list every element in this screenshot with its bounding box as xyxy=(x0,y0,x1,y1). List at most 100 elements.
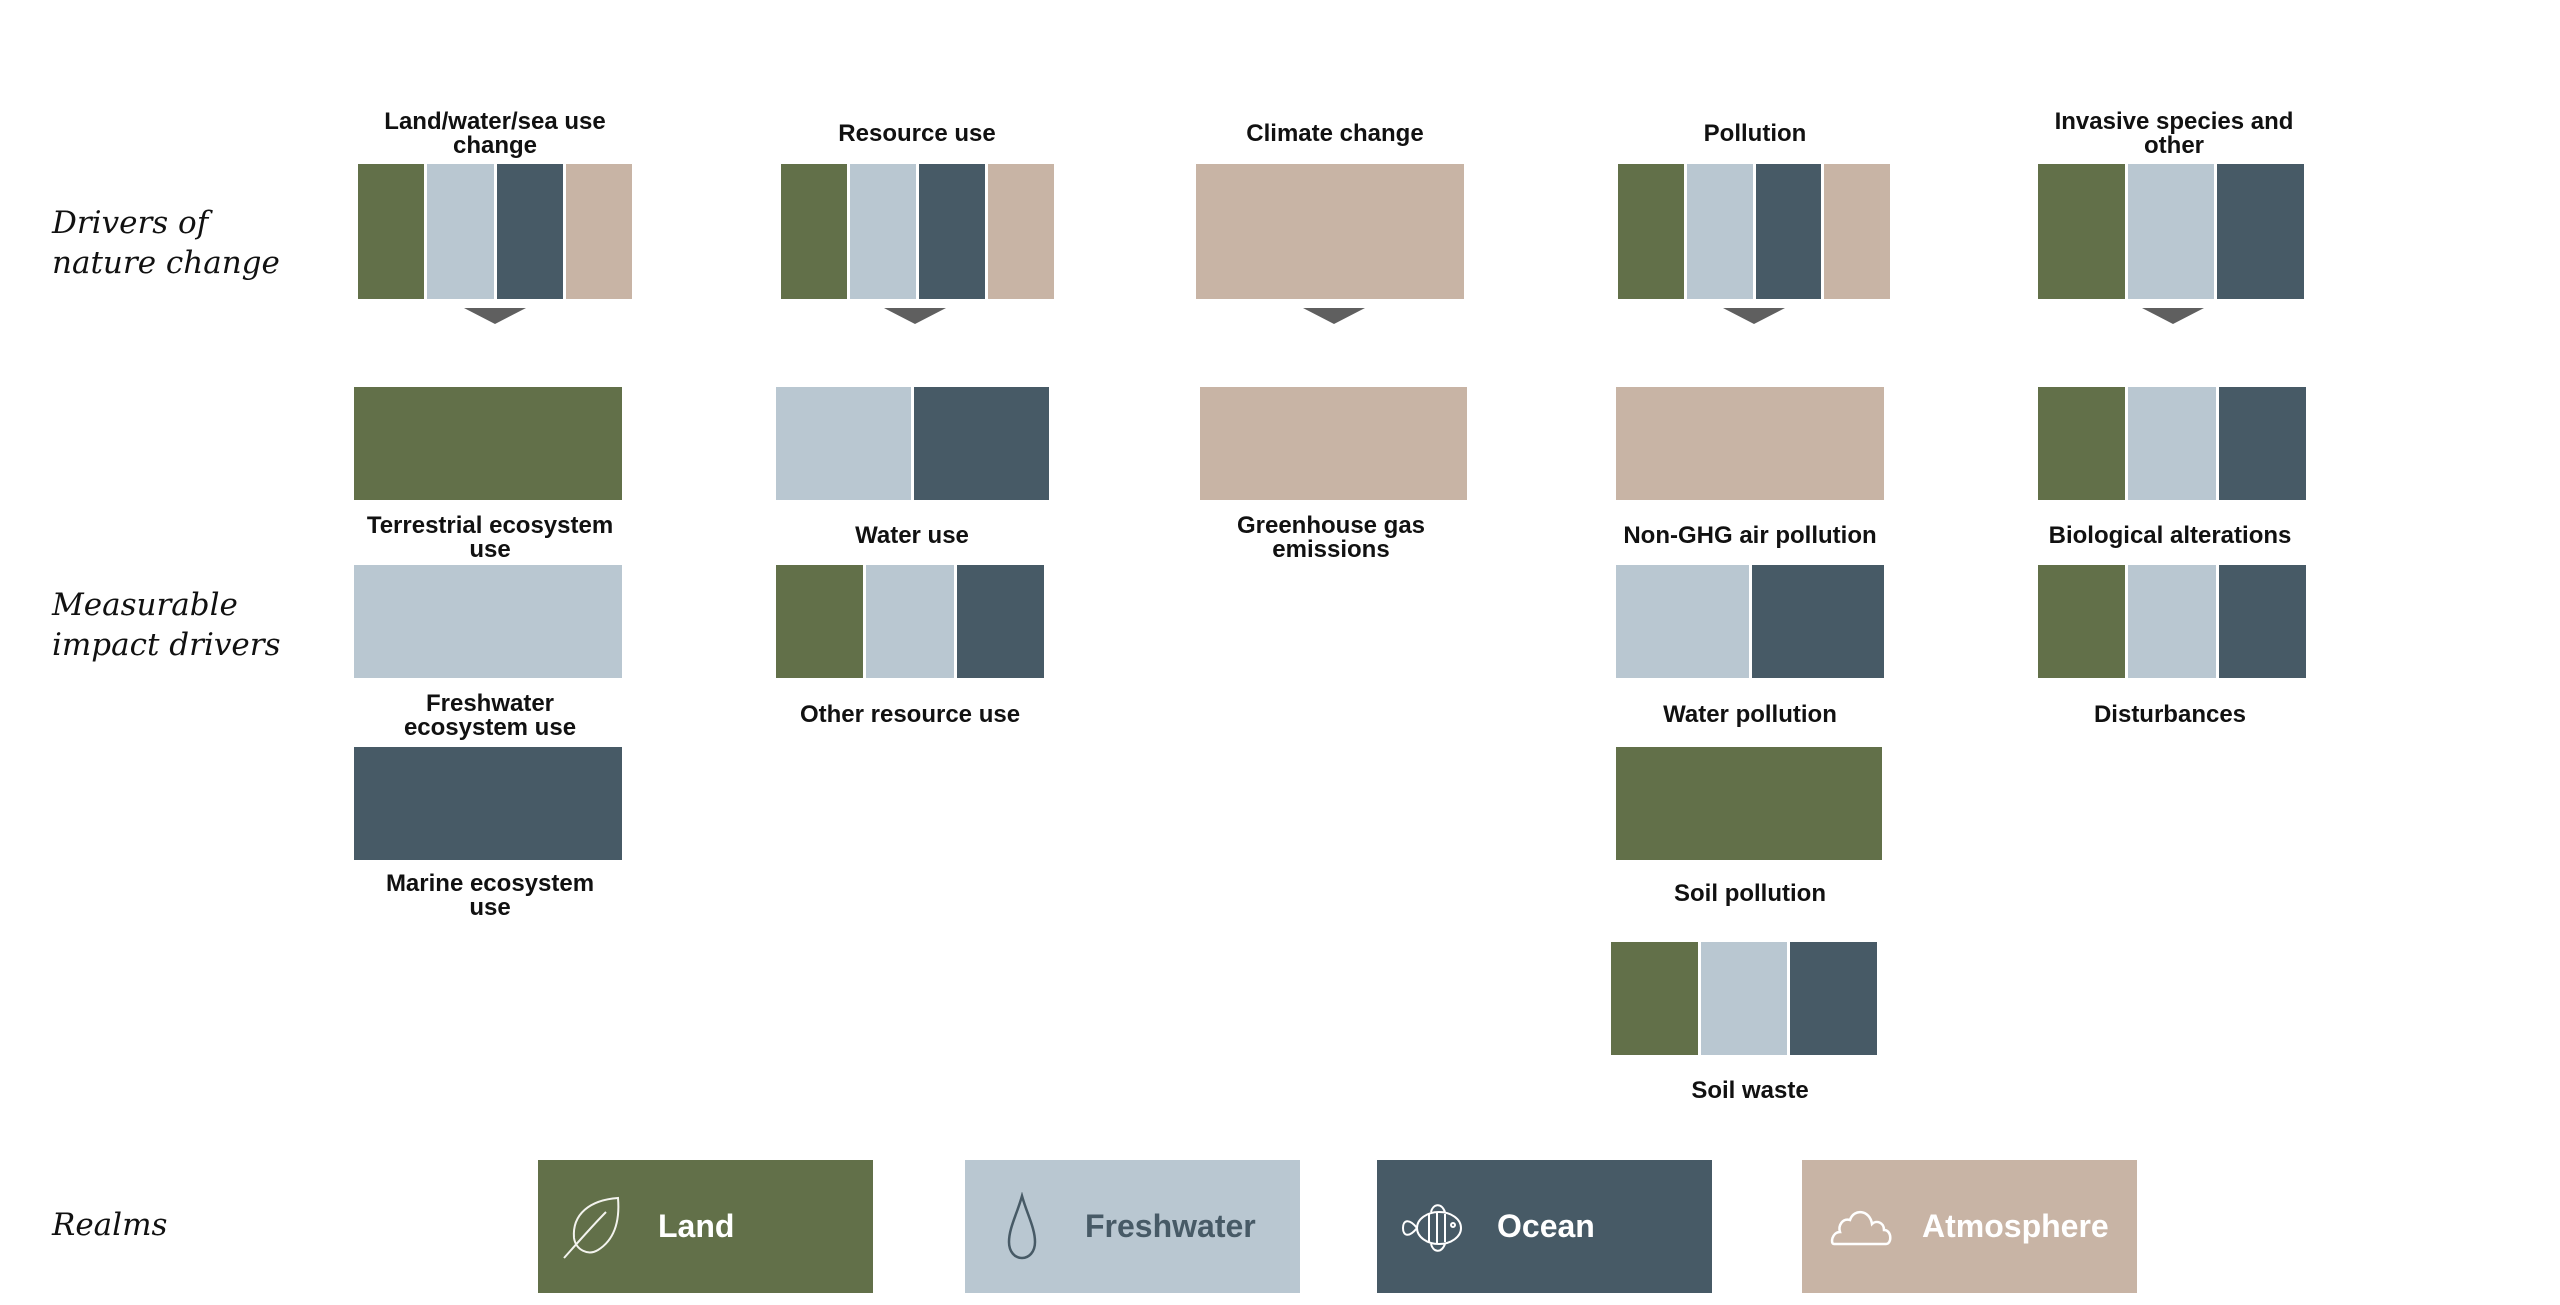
driver-title: Resource use xyxy=(707,122,1127,146)
fish-icon xyxy=(1401,1203,1462,1252)
stripe-ocean xyxy=(919,164,985,299)
title-line: Resource use xyxy=(838,120,996,147)
stripe-freshwater xyxy=(776,387,911,500)
impact-box-ghg xyxy=(1200,387,1467,500)
down-arrow-icon xyxy=(1723,308,1785,324)
impact-label: Non-GHG air pollution xyxy=(1540,524,1960,548)
stripe-land xyxy=(354,387,622,500)
stripe-freshwater xyxy=(2127,164,2215,299)
label-line: Terrestrial ecosystem xyxy=(366,512,614,539)
stripe-land xyxy=(781,164,847,299)
stripe-land xyxy=(2038,565,2126,678)
stripe-ocean xyxy=(1755,164,1822,299)
title-line: other xyxy=(2144,132,2204,159)
driver-box-resource-use xyxy=(781,164,1054,299)
label-line: use xyxy=(469,536,511,563)
realm-label: Ocean xyxy=(1497,1208,1595,1244)
label-line: ecosystem use xyxy=(403,714,577,741)
stripe-land xyxy=(1616,747,1882,860)
title-line: Pollution xyxy=(1703,120,1807,147)
realm-atmosphere: Atmosphere xyxy=(1802,1160,2137,1293)
realm-land: Land xyxy=(538,1160,873,1293)
impact-box-water-use xyxy=(776,387,1049,500)
water-drop-icon xyxy=(1007,1191,1037,1259)
impact-label: Other resource use xyxy=(700,703,1120,727)
impact-label: Water pollution xyxy=(1540,703,1960,727)
driver-title: Pollution xyxy=(1545,122,1965,146)
realm-label: Atmosphere xyxy=(1922,1208,2109,1244)
row-label-realms: Realms xyxy=(52,1207,168,1243)
row-label-line: impact drivers xyxy=(52,627,281,663)
realm-label: Land xyxy=(658,1208,735,1244)
label-line: Disturbances xyxy=(2093,701,2247,728)
impact-box-soil-pollution xyxy=(1616,747,1882,860)
label-line: Freshwater xyxy=(425,690,555,717)
down-arrow-icon xyxy=(1303,308,1365,324)
impact-label: Soil waste xyxy=(1540,1079,1960,1103)
label-line: use xyxy=(469,894,511,921)
realm-freshwater: Freshwater xyxy=(965,1160,1300,1293)
realm-ocean: Ocean xyxy=(1377,1160,1712,1293)
label-line: Soil pollution xyxy=(1674,880,1826,907)
impact-box-other-resource-use xyxy=(776,565,1044,678)
impact-box-non-ghg xyxy=(1616,387,1884,500)
stripe-ocean xyxy=(496,164,563,299)
label-line: Greenhouse gas xyxy=(1236,512,1426,539)
stripe-ocean xyxy=(956,565,1044,678)
stripe-land xyxy=(1618,164,1684,299)
realm-label: Freshwater xyxy=(1085,1208,1256,1244)
title-line: Climate change xyxy=(1246,120,1424,147)
stripe-ocean xyxy=(2218,387,2306,500)
impact-box-water-pollution xyxy=(1616,565,1884,678)
driver-title: Climate change xyxy=(1125,122,1545,146)
label-line: Non-GHG air pollution xyxy=(1623,522,1877,549)
stripe-freshwater xyxy=(427,164,494,299)
stripe-atmosphere xyxy=(1196,164,1464,299)
impact-box-soil-waste xyxy=(1611,942,1878,1055)
stripe-ocean xyxy=(914,387,1049,500)
impact-label: Disturbances xyxy=(1960,703,2380,727)
impact-label: Soil pollution xyxy=(1540,882,1960,906)
title-line: Invasive species and xyxy=(2054,108,2294,135)
row-label-line: Drivers of xyxy=(52,205,209,241)
driver-box-invasive-species xyxy=(2038,164,2305,299)
stripe-freshwater xyxy=(1700,942,1788,1055)
impact-label: Biological alterations xyxy=(1960,524,2380,548)
stripe-atmosphere xyxy=(1616,387,1884,500)
leaf-icon xyxy=(563,1196,620,1259)
stripe-atmosphere xyxy=(988,164,1054,299)
title-line: change xyxy=(452,132,538,159)
label-line: Soil waste xyxy=(1691,1077,1809,1104)
row-label-drivers: Drivers of nature change xyxy=(52,203,280,283)
impact-label: Water use xyxy=(702,524,1122,548)
stripe-freshwater xyxy=(850,164,916,299)
stripe-atmosphere xyxy=(565,164,632,299)
stripe-land xyxy=(1611,942,1698,1055)
label-line: Other resource use xyxy=(799,701,1021,728)
impact-box-marine xyxy=(354,747,622,860)
impact-box-freshwater-ecosystem xyxy=(354,565,622,678)
driver-box-climate-change xyxy=(1196,164,1464,299)
row-label-line: nature change xyxy=(52,245,280,281)
down-arrow-icon xyxy=(2142,308,2204,324)
stripe-atmosphere xyxy=(1200,387,1467,500)
stripe-atmosphere xyxy=(1824,164,1890,299)
stripe-land xyxy=(2038,387,2126,500)
title-line: Land/water/sea use xyxy=(384,108,606,135)
label-line: Marine ecosystem xyxy=(385,870,595,897)
stripe-land xyxy=(358,164,425,299)
label-line: emissions xyxy=(1272,536,1390,563)
stripe-ocean xyxy=(2217,164,2305,299)
impact-box-terrestrial xyxy=(354,387,622,500)
label-line: Water pollution xyxy=(1663,701,1837,728)
stripe-ocean xyxy=(354,747,622,860)
stripe-freshwater xyxy=(1616,565,1749,678)
label-line: Water use xyxy=(855,522,969,549)
stripe-freshwater xyxy=(866,565,954,678)
impact-box-biological-alterations xyxy=(2038,387,2306,500)
